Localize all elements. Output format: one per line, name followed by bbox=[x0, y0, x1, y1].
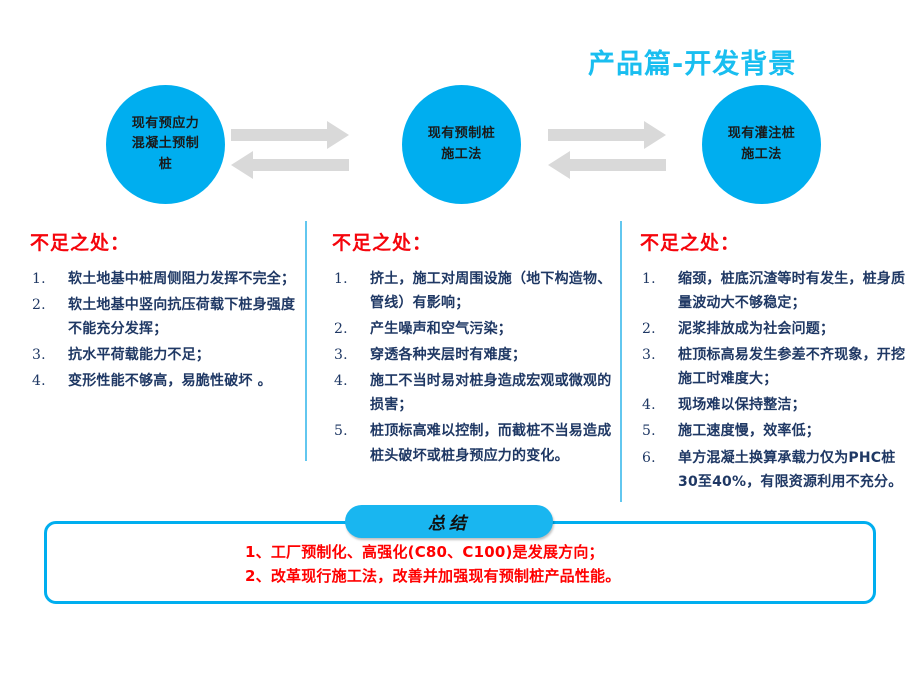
bidirectional-arrow-icon bbox=[231, 121, 349, 187]
list-item: 穿透各种夹层时有难度； bbox=[334, 343, 527, 367]
list-item: 缩颈，桩底沉渣等时有发生，桩身质量波动大不够稳定； bbox=[642, 267, 906, 312]
list-item: 施工不当时易对桩身造成宏观或微观的损害； bbox=[334, 369, 612, 414]
list-item: 产生噪声和空气污染； bbox=[334, 317, 512, 341]
column-3-list: 缩颈，桩底沉渣等时有发生，桩身质量波动大不够稳定； 泥浆排放成为社会问题； 桩顶… bbox=[640, 267, 915, 494]
shortcomings-column-1: 不足之处： 软土地基中桩周侧阻力发挥不完全； 软土地基中竖向抗压荷载下桩身强度不… bbox=[30, 228, 298, 395]
list-item: 桩顶标高易发生参差不齐现象，开挖施工时难度大； bbox=[642, 343, 906, 388]
shortcomings-column-2: 不足之处： 挤土，施工对周围设施（地下构造物、管线）有影响； 产生噪声和空气污染… bbox=[332, 228, 614, 470]
summary-badge-label: 总结 bbox=[428, 514, 470, 534]
column-1-list: 软土地基中桩周侧阻力发挥不完全； 软土地基中竖向抗压荷载下桩身强度不能充分发挥；… bbox=[30, 267, 298, 393]
list-item: 软土地基中桩周侧阻力发挥不完全； bbox=[32, 267, 296, 291]
list-item: 施工速度慢，效率低； bbox=[642, 419, 820, 443]
list-item: 桩顶标高难以控制，而截桩不当易造成桩头破坏或桩身预应力的变化。 bbox=[334, 419, 612, 464]
list-item: 挤土，施工对周围设施（地下构造物、管线）有影响； bbox=[334, 267, 612, 312]
column-1-heading: 不足之处： bbox=[30, 232, 131, 254]
column-2-heading: 不足之处： bbox=[332, 232, 433, 254]
flow-node-2-label: 现有预制桩 施工法 bbox=[427, 126, 496, 162]
list-item: 泥浆排放成为社会问题； bbox=[642, 317, 835, 341]
column-divider bbox=[620, 221, 622, 502]
list-item: 变形性能不够高，易脆性破坏 。 bbox=[32, 369, 272, 393]
summary-line-2: 2、改革现行施工法，改善并加强现有预制桩产品性能。 bbox=[245, 566, 621, 585]
shortcomings-column-3: 不足之处： 缩颈，桩底沉渣等时有发生，桩身质量波动大不够稳定； 泥浆排放成为社会… bbox=[640, 228, 915, 496]
column-divider bbox=[305, 221, 307, 461]
bidirectional-arrow-icon bbox=[548, 121, 666, 187]
list-item: 单方混凝土换算承载力仅为PHC桩30至40%，有限资源利用不充分。 bbox=[642, 446, 903, 490]
column-3-heading: 不足之处： bbox=[640, 232, 741, 254]
flow-node-1-label: 现有预应力 混凝土预制 桩 bbox=[131, 116, 200, 172]
flow-node-3-label: 现有灌注桩 施工法 bbox=[727, 126, 796, 162]
summary-badge: 总结 bbox=[345, 505, 553, 538]
list-item: 抗水平荷载能力不足； bbox=[32, 343, 210, 367]
page-title: 产品篇-开发背景 bbox=[588, 49, 797, 80]
summary-line-1: 1、工厂预制化、高强化(C80、C100)是发展方向； bbox=[245, 543, 604, 561]
flow-node-2: 现有预制桩 施工法 bbox=[402, 85, 521, 204]
column-2-list: 挤土，施工对周围设施（地下构造物、管线）有影响； 产生噪声和空气污染； 穿透各种… bbox=[332, 267, 614, 468]
list-item: 现场难以保持整洁； bbox=[642, 393, 806, 417]
summary-text: 1、工厂预制化、高强化(C80、C100)是发展方向； 2、改革现行施工法，改善… bbox=[245, 541, 620, 588]
list-item: 软土地基中竖向抗压荷载下桩身强度不能充分发挥； bbox=[32, 293, 296, 338]
flow-node-3: 现有灌注桩 施工法 bbox=[702, 85, 821, 204]
flow-node-1: 现有预应力 混凝土预制 桩 bbox=[106, 85, 225, 204]
